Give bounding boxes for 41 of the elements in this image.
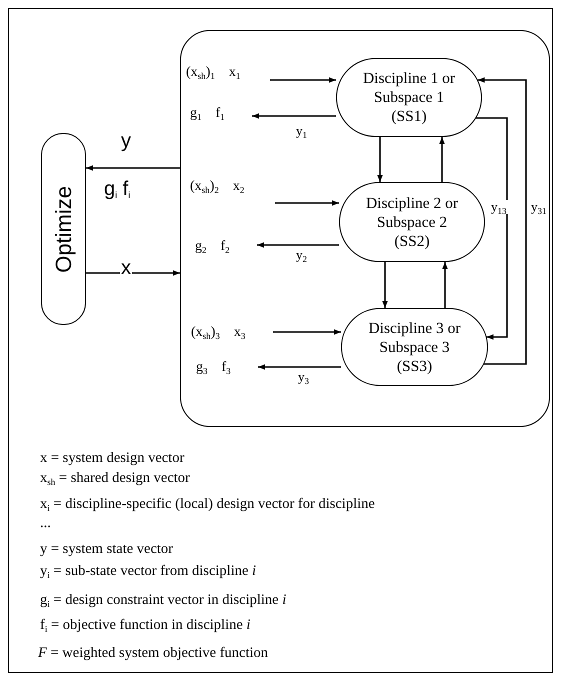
arrow <box>273 329 341 335</box>
variable-label: f$_{3}$ <box>222 360 231 376</box>
arrow <box>270 77 336 83</box>
arrow <box>478 77 527 365</box>
arrow <box>377 137 383 182</box>
variable-label: g$_{2}$ <box>195 239 206 255</box>
arrow <box>257 242 339 248</box>
legend-text: g$_{i}$ = design constraint vector in discipline i <box>40 592 286 608</box>
optimizer-box: Optimize <box>41 133 86 325</box>
variable-label: g$_{i}$ f$_{i}$ <box>104 178 130 200</box>
arrow <box>439 137 445 182</box>
legend-text: x$_{i}$ = discipline-specific (local) design vector for discipline <box>40 496 375 512</box>
arrow <box>86 165 180 171</box>
arrow <box>252 113 336 119</box>
legend-text: x$_{sh}$ = shared design vector <box>40 470 190 486</box>
legend-text: f$_{i}$ = objective function in discipline i <box>40 617 250 633</box>
arrow <box>476 117 508 340</box>
legend-text: y = system state vector <box>40 541 174 557</box>
discipline-box: Discipline 3 or Subspace 3 (SS3) <box>341 308 488 386</box>
variable-label: (x$_{sh}$)$_{2}$ <box>190 179 219 195</box>
arrow <box>442 262 448 308</box>
discipline-box: Discipline 2 or Subspace 2 (SS2) <box>339 182 485 262</box>
arrow <box>258 364 341 370</box>
variable-label: (x$_{sh}$)$_{3}$ <box>191 325 220 341</box>
arrow <box>382 262 388 308</box>
variable-label: f$_{1}$ <box>216 106 225 122</box>
arrow <box>86 270 180 276</box>
legend-text: y$_{i}$ = sub-state vector from discipline i <box>40 563 256 579</box>
arrow <box>275 200 339 206</box>
variable-label: g$_{1}$ <box>190 106 202 122</box>
variable-label: f$_{2}$ <box>220 239 230 255</box>
edge-label: y$_{13}$ <box>490 200 508 214</box>
variable-label: g$_{3}$ <box>196 360 208 376</box>
legend-text: x = system design vector <box>40 450 184 466</box>
variable-label: x$_{3}$ <box>234 325 246 341</box>
variable-label: x$_{2}$ <box>232 179 244 195</box>
discipline-box: Discipline 1 or Subspace 1 (SS1) <box>336 58 482 137</box>
legend-text: ... <box>40 515 51 531</box>
variable-label: (x$_{sh}$)$_{1}$ <box>186 65 215 81</box>
variable-label: x$_{1}$ <box>228 65 240 81</box>
legend-text: F = weighted system objective function <box>38 645 268 661</box>
